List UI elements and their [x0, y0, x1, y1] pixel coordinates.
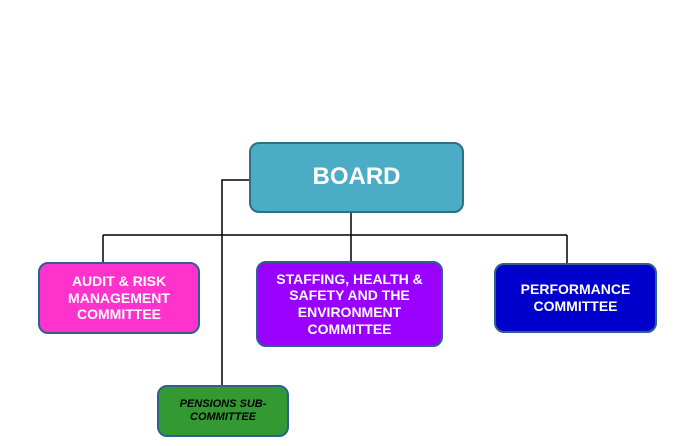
board-label: BOARD	[312, 163, 401, 191]
pensions-sub-committee-label: PENSIONS SUB-COMMITTEE	[179, 398, 267, 423]
performance-committee-label: PERFORMANCE COMMITTEE	[520, 281, 631, 314]
pensions-sub-committee-node: PENSIONS SUB-COMMITTEE	[157, 385, 289, 437]
board-node: BOARD	[249, 142, 464, 213]
staffing-health-safety-committee-label: STAFFING, HEALTH & SAFETY AND THE ENVIRO…	[276, 270, 423, 337]
connector-board-to-pensions	[221, 179, 249, 385]
audit-risk-committee-node: AUDIT & RISK MANAGEMENT COMMITTEE	[38, 262, 200, 334]
audit-risk-committee-label: AUDIT & RISK MANAGEMENT COMMITTEE	[68, 273, 170, 323]
performance-committee-node: PERFORMANCE COMMITTEE	[494, 263, 657, 333]
staffing-health-safety-committee-node: STAFFING, HEALTH & SAFETY AND THE ENVIRO…	[256, 261, 443, 347]
